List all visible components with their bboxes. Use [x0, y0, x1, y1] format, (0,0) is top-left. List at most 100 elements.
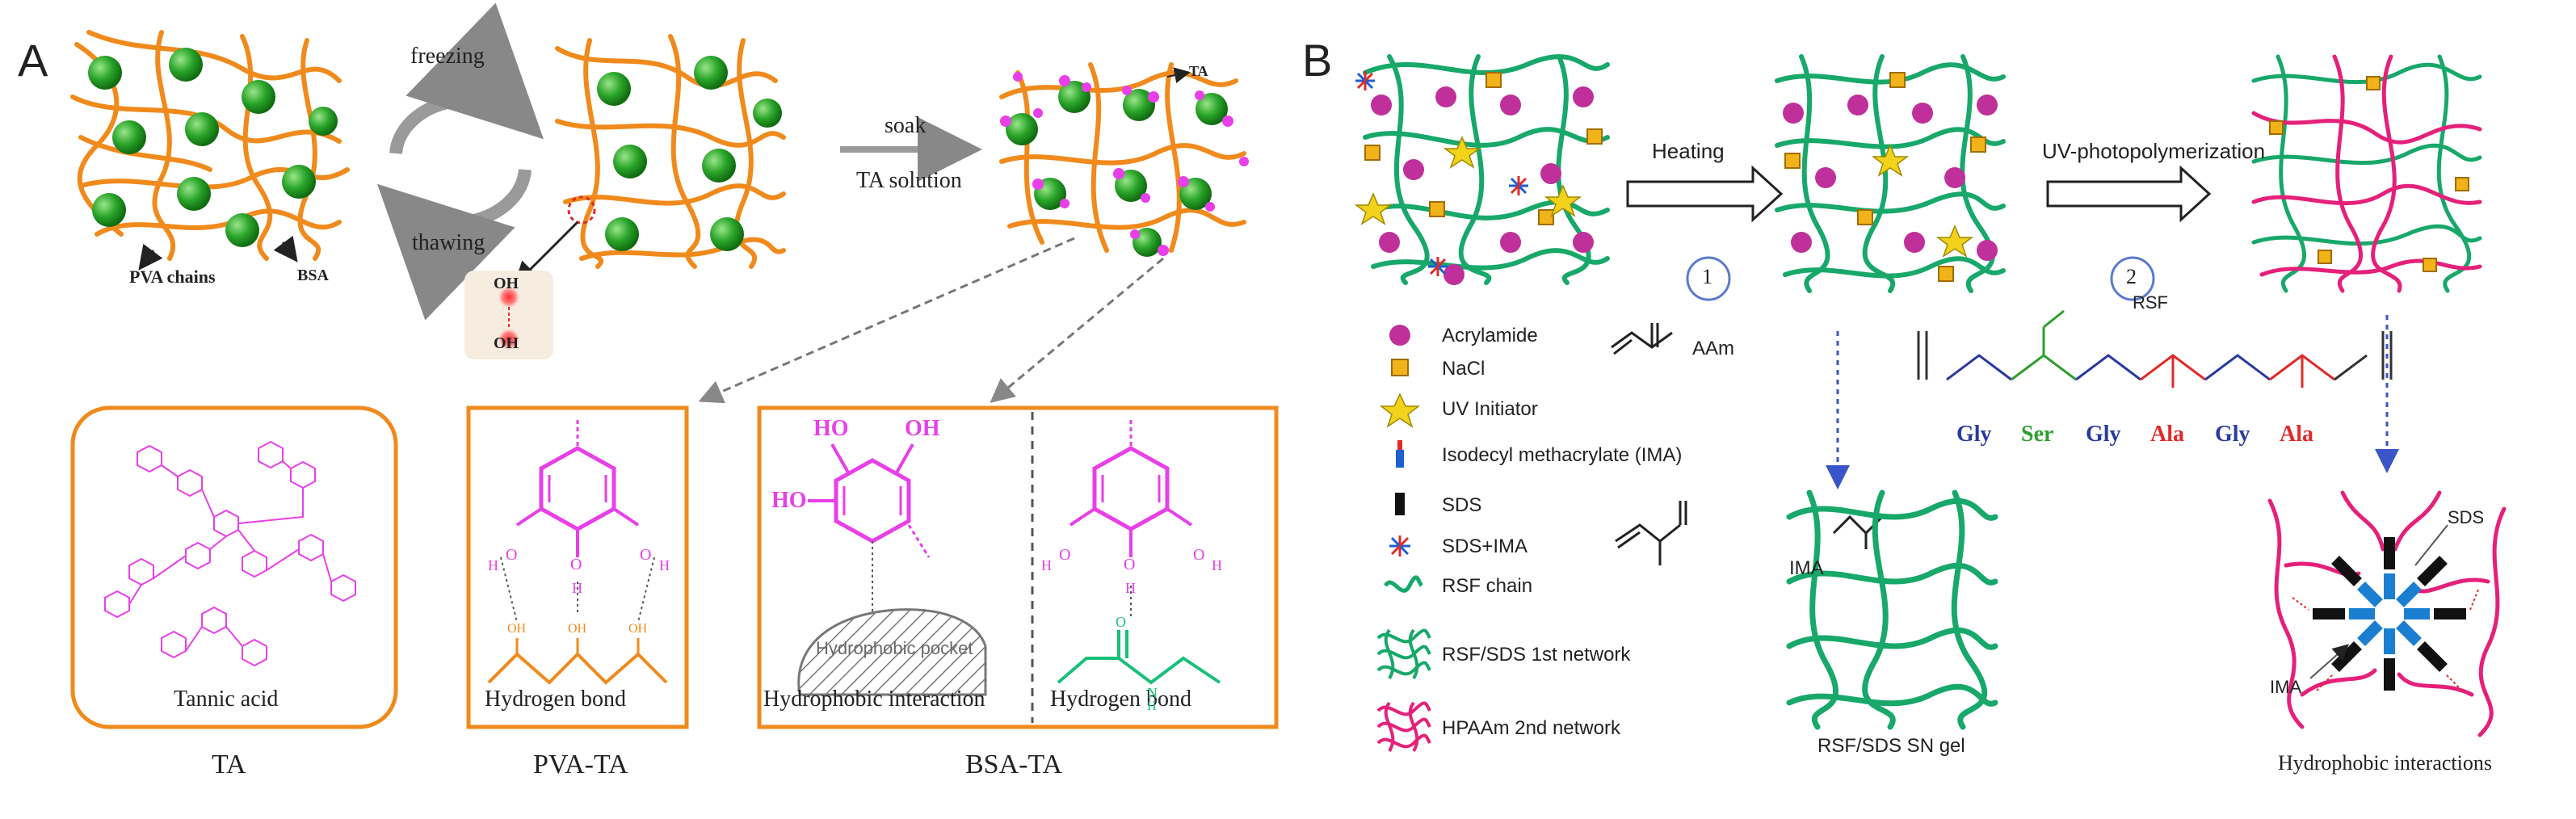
pva-h-right: H: [659, 557, 670, 573]
heated-network: [1775, 54, 2006, 293]
bsa-h-right: H: [1212, 557, 1222, 573]
panel-a-letter: A: [18, 35, 48, 86]
pva-ta-box: [466, 405, 689, 729]
legend-sds-ima: SDS+IMA: [1442, 536, 1528, 557]
pva-chains-label: PVA chains: [129, 267, 216, 287]
bsa-ho-top: HO: [813, 416, 849, 441]
residue-gly-2: Gly: [2086, 422, 2121, 447]
sn-gel-network: [1786, 489, 1998, 730]
legend-rsf-sds-network: RSF/SDS 1st network: [1442, 644, 1631, 666]
freeze-thaw-cycle-icon: [376, 2, 544, 321]
residue-ala-1: Ala: [2150, 422, 2184, 447]
panel-b-letter: B: [1302, 35, 1333, 86]
aam-structure: [1611, 323, 1673, 355]
oh-top-label: OH: [494, 275, 519, 292]
bsa-o-left: O: [1059, 546, 1071, 564]
ima-structure: [1615, 501, 1884, 565]
residue-ala-2: Ala: [2280, 422, 2313, 447]
sds-pointer-label: SDS: [2448, 507, 2485, 527]
precursor-network: [1363, 54, 1610, 285]
precursor-micelles: [1355, 71, 1528, 276]
pva-oh-1: OH: [507, 622, 527, 636]
sn-gel-label: RSF/SDS SN gel: [1817, 735, 1965, 757]
ima-pointer-label: IMA: [2270, 677, 2302, 697]
thawing-label: thawing: [412, 230, 485, 255]
pva-oh-3: OH: [628, 622, 648, 636]
bsa-oh-top: OH: [905, 416, 940, 441]
double-network-particles: [2269, 76, 2469, 272]
bsa-h-left: H: [1041, 557, 1052, 573]
ta-solution-label: TA solution: [856, 168, 962, 193]
pva-o-mid: O: [570, 556, 582, 573]
residue-gly-3: Gly: [2215, 422, 2250, 447]
step-2-label: 2: [2126, 265, 2137, 288]
residue-ser: Ser: [2021, 422, 2054, 447]
pva-ta-caption: PVA-TA: [533, 750, 628, 779]
rsf-sequence-structure: [1917, 309, 2393, 388]
tannic-acid-structure: [104, 440, 356, 667]
micelle-core: [2292, 537, 2479, 691]
uv-label: UV-photopolymerization: [2042, 139, 2266, 163]
double-network: [2251, 54, 2482, 293]
oh-bottom-label: OH: [494, 334, 519, 352]
pva-o-left: O: [506, 546, 518, 564]
bsa-hbond-label: Hydrogen bond: [1050, 687, 1191, 712]
frozen-network: [555, 34, 786, 269]
residue-gly-1: Gly: [1956, 422, 1992, 447]
step-2-circle: [2110, 256, 2155, 301]
pva-o-right: O: [640, 546, 652, 564]
sds-pointer: [2414, 524, 2448, 566]
hydrophobic-interactions-label: Hydrophobic interactions: [2278, 751, 2492, 775]
legend-rsf-chain: RSF chain: [1442, 575, 1533, 597]
legend-ima: Isodecyl methacrylate (IMA): [1442, 444, 1683, 466]
freezing-label: freezing: [410, 44, 485, 69]
uv-arrow: [2046, 165, 2212, 223]
bsa-o-right: O: [1193, 546, 1205, 564]
bsa-amide-n: N: [1147, 685, 1158, 701]
pva-hbond-label: Hydrogen bond: [485, 687, 626, 712]
tannic-acid-label: Tannic acid: [174, 687, 279, 712]
aam-label: AAm: [1692, 338, 1735, 359]
pva-oh-2: OH: [568, 622, 587, 636]
hydrophobic-interaction-structure: [797, 443, 987, 696]
bsa-ta-box: [757, 405, 1279, 729]
heating-label: Heating: [1652, 139, 1725, 163]
bsa-ho-left: HO: [771, 488, 807, 513]
legend-hpaam-network: HPAAm 2nd network: [1442, 717, 1620, 739]
ima-formula-label: IMA: [1789, 557, 1824, 579]
legend-acrylamide: Acrylamide: [1442, 325, 1538, 346]
ima-pointer: [2309, 644, 2349, 679]
ta-soaked-network: [999, 62, 1246, 253]
micelle-network: [2267, 490, 2507, 737]
hydrophobic-interaction-label: Hydrophobic interaction: [763, 687, 985, 712]
bsa-amide-o: O: [1116, 614, 1126, 630]
bsa-h-mid: H: [1125, 580, 1136, 596]
step-1-circle: [1686, 256, 1731, 301]
bsa-hbond-structure: [1057, 420, 1221, 685]
ta-caption: TA: [212, 750, 246, 779]
heating-arrow: [1626, 165, 1784, 223]
heated-particles: [1783, 72, 1998, 282]
rsf-label: RSF: [2133, 292, 2168, 313]
ta-arrow-label: TA: [1189, 63, 1208, 79]
legend-uv-initiator: UV Initiator: [1442, 398, 1538, 420]
bsa-label: BSA: [297, 267, 329, 284]
bsa-spheres: [88, 48, 338, 247]
frozen-bsa-spheres: [597, 56, 782, 251]
soak-label: soak: [885, 113, 927, 138]
bsa-ta-caption: BSA-TA: [965, 750, 1063, 779]
legend-nacl: NaCl: [1442, 358, 1486, 380]
precursor-particles: [1354, 72, 1603, 285]
legend-sds: SDS: [1442, 494, 1482, 516]
ta-molecule-dots: [1000, 72, 1249, 256]
bsa-amide-h: H: [1147, 699, 1157, 713]
tannic-acid-box: [70, 405, 398, 729]
pva-h-mid: H: [572, 580, 582, 596]
pva-ta-structure: [487, 420, 668, 685]
bsa-o-mid: O: [1124, 556, 1136, 573]
hydrophobic-pocket-label: Hydrophobic pocket: [816, 638, 973, 658]
pva-h-left: H: [488, 557, 498, 573]
legend-icons: [1376, 325, 1431, 753]
step-1-label: 1: [1702, 265, 1712, 288]
